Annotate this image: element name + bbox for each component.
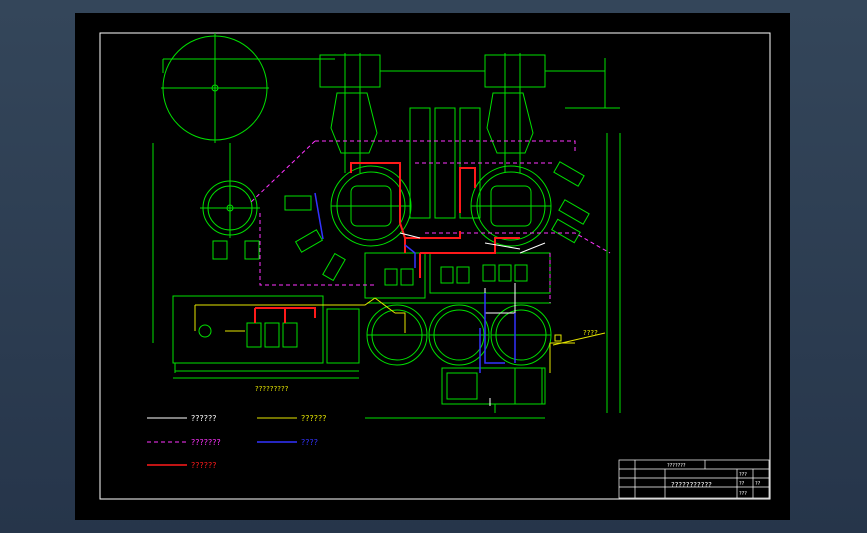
- pump-station: [441, 367, 546, 413]
- legend-item-gas: ???????: [147, 438, 221, 447]
- dimension-lines: [152, 133, 621, 419]
- air-pipes: [314, 192, 516, 373]
- subview-caption: ?????????: [255, 385, 289, 393]
- title-block-top-code: ???????: [667, 463, 686, 469]
- upper-wheel: [161, 33, 335, 143]
- drawing-frame: [99, 32, 771, 500]
- valve-boxes: [364, 252, 551, 299]
- title-block: [618, 459, 770, 499]
- legend-item-air: ????: [257, 438, 318, 447]
- right-tag-group: ????: [552, 329, 606, 346]
- upper-structure: [319, 53, 620, 219]
- legend-label-gas: ???????: [191, 438, 221, 447]
- main-cylinder-right: [470, 165, 552, 247]
- oil-pipes: [194, 297, 575, 373]
- cad-drawing-canvas[interactable]: ???? ????????? ?????? ?????? ???????: [75, 13, 790, 520]
- right-tag-label: ????: [583, 329, 598, 337]
- title-block-row-4: ???: [739, 491, 747, 497]
- legend-label-air: ????: [301, 438, 318, 447]
- main-cylinder-left: [330, 165, 412, 247]
- cylinder-accessories: [284, 161, 590, 282]
- legend-item-steam: ??????: [147, 461, 216, 470]
- legend: ?????? ?????? ??????? ???? ??????: [147, 414, 326, 470]
- gas-pipes: [249, 140, 611, 303]
- title-block-drawing-title: ???????????: [671, 481, 712, 489]
- water-pipes: [399, 232, 546, 406]
- legend-item-oil: ??????: [257, 414, 326, 423]
- legend-label-water: ??????: [191, 414, 216, 423]
- drawing-sheet: ???? ????????? ?????? ?????? ???????: [75, 13, 790, 520]
- left-gear: [200, 143, 260, 260]
- title-block-row-1: ???: [739, 472, 747, 478]
- steam-pipes: [254, 162, 520, 323]
- legend-item-water: ??????: [147, 414, 216, 423]
- legend-label-steam: ??????: [191, 461, 216, 470]
- title-block-row-2: ??: [739, 481, 745, 487]
- lower-drums: [366, 302, 552, 366]
- legend-label-oil: ??????: [301, 414, 326, 423]
- title-block-row-3: ??: [755, 481, 761, 487]
